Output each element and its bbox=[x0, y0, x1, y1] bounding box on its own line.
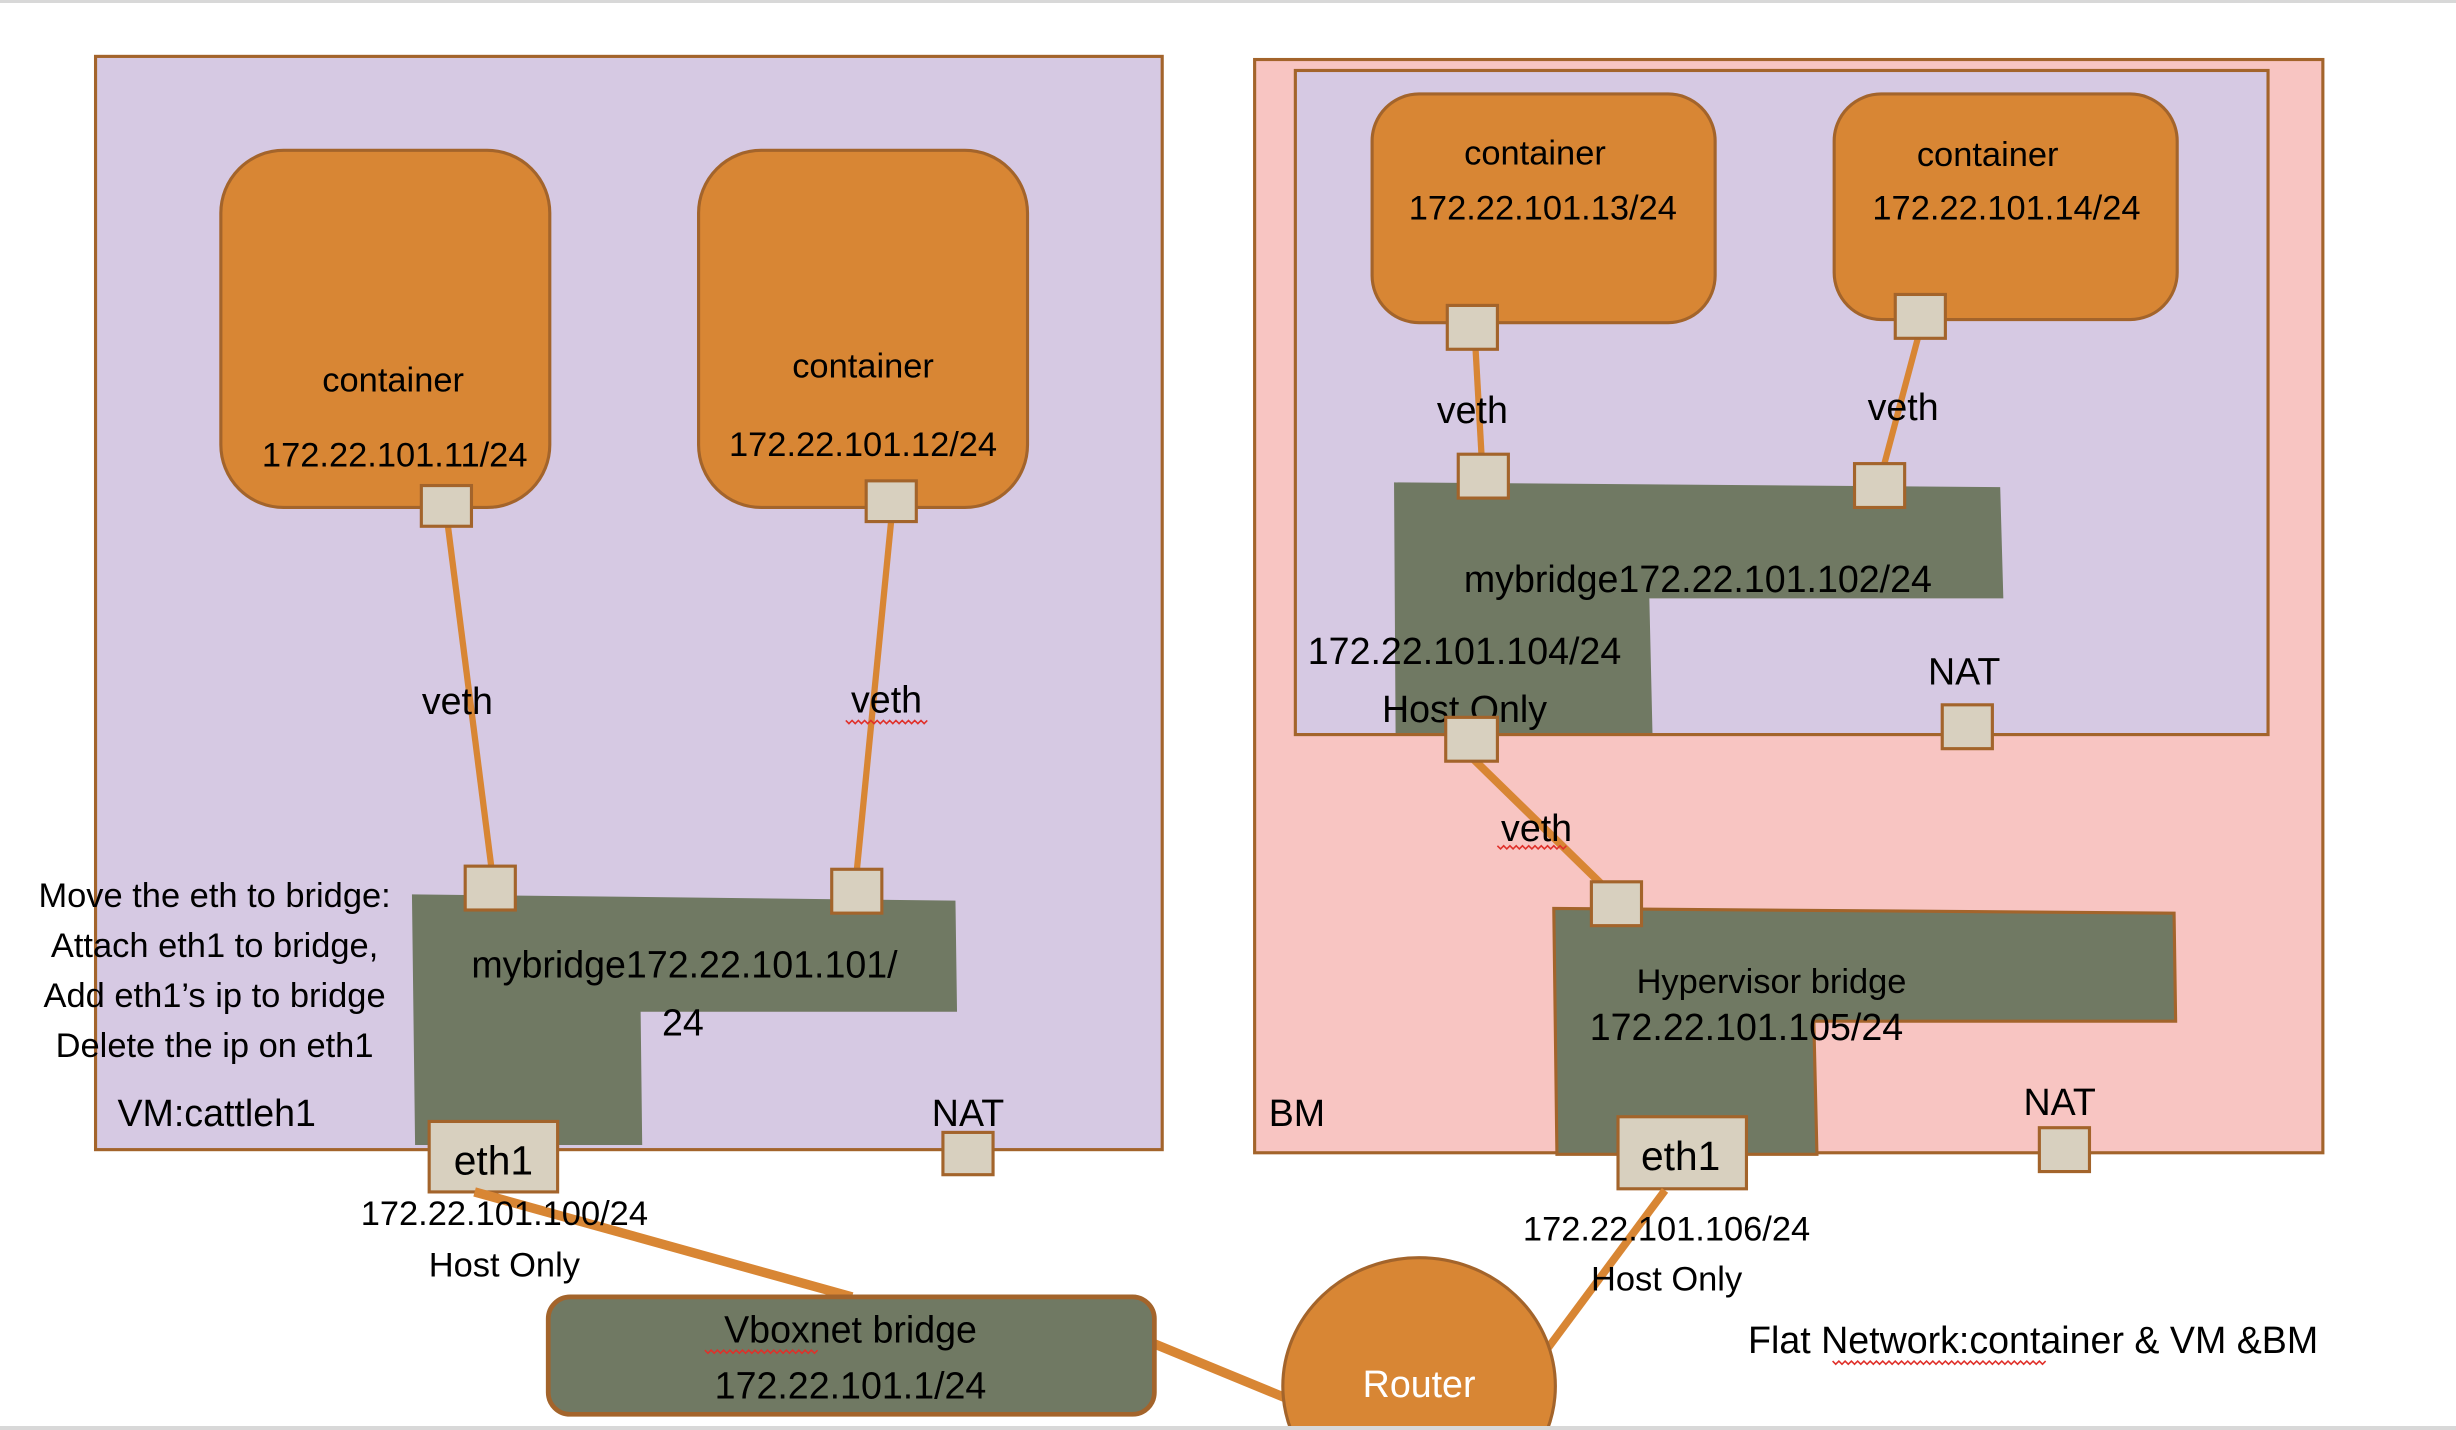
top-edge bbox=[0, 0, 2456, 3]
vm-eth1-ip: 172.22.101.100/24 bbox=[361, 1195, 648, 1233]
bm-uplink-ip: 172.22.101.104/24 bbox=[1308, 630, 1621, 672]
vboxnet-to-router-link bbox=[1152, 1339, 1290, 1404]
bm-eth1-ip: 172.22.101.106/24 bbox=[1523, 1210, 1810, 1248]
spellcheck-underline bbox=[704, 1349, 819, 1355]
vm-container-1-port bbox=[419, 483, 474, 528]
vm-bridge-port-1 bbox=[463, 864, 517, 912]
vm-veth-label-2: veth bbox=[851, 679, 922, 721]
vm-eth1-port bbox=[427, 1119, 560, 1194]
bm-veth-label-2: veth bbox=[1868, 386, 1939, 428]
vm-label: VM:cattleh1 bbox=[117, 1092, 315, 1134]
bm-box: container 172.22.101.13/24 container 172… bbox=[1253, 57, 2325, 1191]
vm-container-1-label: container bbox=[322, 362, 464, 400]
vm-note-line-1: Move the eth to bridge: bbox=[38, 877, 390, 915]
bm-container-2-label: container bbox=[1917, 136, 2059, 174]
vm-eth1-mode: Host Only bbox=[429, 1247, 581, 1285]
bm-veth-label-1: veth bbox=[1437, 389, 1508, 431]
vm-container-2-ip: 172.22.101.12/24 bbox=[729, 426, 997, 464]
bm-container-2-port bbox=[1893, 292, 1947, 340]
vm-container-1-ip: 172.22.101.11/24 bbox=[262, 437, 528, 475]
vm-container-2 bbox=[697, 148, 1030, 510]
bm-hv-veth-label: veth bbox=[1501, 807, 1572, 849]
vboxnet-bridge-line1: Vboxnet bridge bbox=[724, 1308, 977, 1350]
vboxnet-bridge bbox=[545, 1294, 1157, 1417]
bm-bridge-port-1 bbox=[1456, 452, 1510, 500]
vm-box: container 172.22.101.11/24 container 172… bbox=[38, 54, 1164, 1194]
hypervisor-bridge-line1: Hypervisor bridge bbox=[1637, 963, 1907, 1001]
spellcheck-underline bbox=[845, 719, 928, 725]
diagram-title: Flat Network:container & VM &BM bbox=[1748, 1319, 2318, 1361]
hypervisor-bridge bbox=[1552, 906, 2178, 1156]
bm-mybridge-label: mybridge172.22.101.102/24 bbox=[1464, 558, 1932, 600]
vm-veth-link-2 bbox=[853, 519, 895, 872]
bm-bridge-port-2 bbox=[1852, 462, 1907, 510]
vm-container-2-label: container bbox=[792, 347, 934, 385]
bm-eth1-label: eth1 bbox=[1641, 1133, 1720, 1179]
bm-container-1-ip: 172.22.101.13/24 bbox=[1409, 189, 1677, 227]
router-label: Router bbox=[1363, 1363, 1476, 1405]
vm-eth1-label: eth1 bbox=[454, 1138, 533, 1184]
bottom-edge bbox=[0, 1426, 2456, 1430]
bm-nat-label: NAT bbox=[2024, 1081, 2096, 1123]
bm-eth1-to-router-link bbox=[1544, 1188, 1669, 1351]
vm-container-2-port bbox=[864, 479, 918, 524]
bm-label: BM bbox=[1269, 1092, 1325, 1134]
hypervisor-bridge-port bbox=[1589, 880, 1644, 928]
bm-inner-nat-label: NAT bbox=[1928, 650, 2000, 692]
bm-container-1-port bbox=[1445, 303, 1499, 351]
vm-note-line-2: Attach eth1 to bridge, bbox=[51, 927, 378, 965]
bm-container-2-ip: 172.22.101.14/24 bbox=[1872, 189, 2140, 227]
vm-veth-link-1 bbox=[444, 525, 495, 872]
vm-bridge-port-2 bbox=[830, 867, 884, 915]
bm-veth-link-1 bbox=[1472, 347, 1485, 460]
vboxnet-bridge-line2: 172.22.101.1/24 bbox=[715, 1365, 987, 1407]
spellcheck-underline bbox=[1496, 844, 1567, 851]
bm-container-1-label: container bbox=[1464, 134, 1606, 172]
vm-veth-label-1: veth bbox=[422, 680, 493, 722]
bm-nat-port bbox=[2037, 1126, 2092, 1174]
bm-eth1-mode: Host Only bbox=[1591, 1261, 1743, 1299]
bm-eth1-port bbox=[1616, 1115, 1749, 1191]
vm-eth1-to-vboxnet-link bbox=[473, 1187, 854, 1302]
vm-note-line-4: Delete the ip on eth1 bbox=[56, 1027, 374, 1065]
hypervisor-bridge-line2: 172.22.101.105/24 bbox=[1590, 1006, 1903, 1048]
vm-container-1 bbox=[219, 148, 552, 510]
vm-nat-port bbox=[941, 1130, 995, 1177]
vm-note-line-3: Add eth1’s ip to bridge bbox=[44, 977, 386, 1015]
vm-mybridge-label-line1: mybridge172.22.101.101/ bbox=[471, 943, 898, 985]
spellcheck-underline bbox=[1832, 1359, 2047, 1366]
bm-mybridge bbox=[1394, 482, 2004, 734]
bm-inner-nat-port bbox=[1940, 703, 1994, 751]
bm-veth-link-2 bbox=[1879, 328, 1924, 471]
bm-container-1 bbox=[1370, 92, 1717, 325]
bm-hv-veth-link bbox=[1469, 755, 1610, 893]
bm-uplink-port bbox=[1444, 715, 1499, 763]
router bbox=[1281, 1256, 1557, 1430]
vm-mybridge bbox=[411, 894, 958, 1145]
vm-mybridge-label-line2: 24 bbox=[662, 1001, 704, 1043]
bm-container-2 bbox=[1832, 92, 2179, 322]
vm-nat-label: NAT bbox=[932, 1092, 1004, 1134]
